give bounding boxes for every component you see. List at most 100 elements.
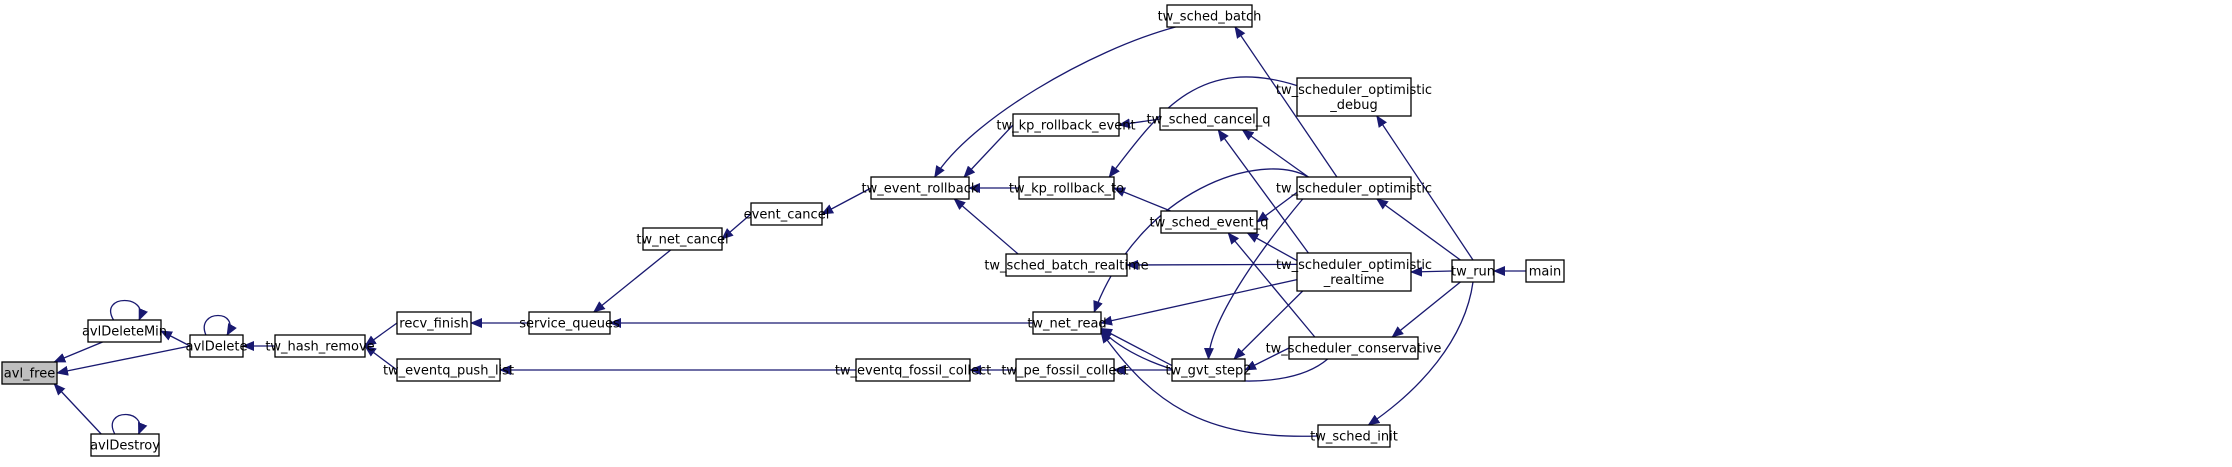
node-box[interactable] [1032, 311, 1102, 335]
node-box[interactable] [1296, 252, 1412, 292]
node-tw-run[interactable]: tw_run [1451, 259, 1495, 283]
node-tw-sched-init[interactable]: tw_sched_init [1310, 424, 1398, 448]
node-box[interactable] [1005, 253, 1128, 277]
node-tw-sched-cancel-q[interactable]: tw_sched_cancel_q [1146, 107, 1271, 131]
node-label: tw_kp_rollback_event [996, 119, 1135, 134]
edge-arrow [1391, 281, 1461, 338]
edge-arrow [110, 300, 148, 321]
node-box[interactable] [1015, 358, 1115, 382]
node-avlDelete[interactable]: avlDelete [186, 334, 248, 358]
node-box[interactable] [1317, 424, 1391, 448]
node-box[interactable] [1451, 259, 1495, 283]
edge-arrow [56, 345, 191, 376]
node-tw-sched-batch[interactable]: tw_sched_batch [1158, 4, 1262, 28]
node-box[interactable] [1296, 176, 1412, 200]
node-label: tw_scheduler_optimistic [1276, 83, 1432, 98]
edge-arrow [934, 26, 1176, 178]
edge-arrow [1233, 290, 1304, 360]
edge-arrow [1375, 198, 1461, 261]
node-tw-pe-fossil-collect[interactable]: tw_pe_fossil_collect [1001, 358, 1129, 382]
node-tw-scheduler-optimistic-debug[interactable]: tw_scheduler_optimistic_debug [1276, 77, 1432, 117]
node-box[interactable] [855, 358, 971, 382]
node-label: tw_sched_batch_realtime [984, 259, 1148, 274]
node-box[interactable] [1012, 113, 1120, 137]
node-tw-kp-rollback-to[interactable]: tw_kp_rollback_to [1009, 176, 1124, 200]
node-box[interactable] [1171, 358, 1246, 382]
node-box[interactable] [870, 176, 970, 200]
node-tw-net-cancel[interactable]: tw_net_cancel [636, 227, 729, 251]
node-tw-hash-remove[interactable]: tw_hash_remove [265, 334, 375, 358]
node-tw-kp-rollback-event[interactable]: tw_kp_rollback_event [996, 113, 1136, 137]
edge-avlDeleteMin-to-avlDeleteMin [110, 300, 148, 321]
edge-arrow [1246, 232, 1298, 262]
edge-arrow [593, 249, 672, 313]
node-box[interactable] [528, 311, 611, 335]
node-tw-eventq-push-list[interactable]: tw_eventq_push_list [383, 358, 514, 382]
node-label: recv_finish [399, 317, 468, 332]
edge-avlDelete-to-avlDeleteMin [160, 330, 191, 347]
edge-arrow [160, 330, 191, 347]
node-box[interactable] [189, 334, 244, 358]
node-box[interactable] [1296, 77, 1412, 117]
edge-tw_eventq_push_list-to-tw_hash_remove [364, 345, 398, 371]
node-tw-gvt-step2[interactable]: tw_gvt_step2 [1165, 358, 1252, 382]
edge-arrow [1108, 76, 1298, 178]
edge-tw_scheduler_optimistic-to-tw_sched_event_q [1256, 191, 1298, 223]
edge-avlDestroy-to-avl_free [53, 383, 102, 435]
node-service-queues[interactable]: service_queues [519, 311, 620, 335]
node-box[interactable] [90, 433, 160, 457]
edge-arrow [1126, 259, 1298, 270]
edge-arrow [53, 341, 103, 363]
edges-layer [53, 26, 1526, 437]
node-box[interactable] [274, 334, 366, 358]
node-tw-eventq-fossil-collect[interactable]: tw_eventq_fossil_collect [835, 358, 991, 382]
edge-arrow [963, 124, 1014, 178]
edge-tw_sched_batch-to-tw_event_rollback [934, 26, 1176, 178]
edge-tw_sched_event_q-to-tw_kp_rollback_to [1113, 187, 1171, 212]
node-avlDestroy[interactable]: avlDestroy [90, 433, 160, 457]
node-box[interactable] [642, 227, 723, 251]
node-tw-net-read[interactable]: tw_net_read [1027, 311, 1107, 335]
node-box[interactable] [1288, 336, 1419, 360]
edge-arrow [53, 383, 102, 435]
edge-arrow [821, 187, 872, 215]
edge-tw_scheduler_optimistic_realtime-to-tw_sched_batch_realtime [1126, 259, 1298, 270]
edge-arrow [1241, 129, 1309, 178]
node-avlDeleteMin[interactable]: avlDeleteMin [82, 319, 167, 343]
node-tw-scheduler-conservative[interactable]: tw_scheduler_conservative [1266, 336, 1442, 360]
node-box[interactable] [87, 319, 162, 343]
edge-tw_scheduler_optimistic_debug-to-tw_kp_rollback_to [1108, 76, 1298, 178]
node-box[interactable] [1159, 107, 1258, 131]
node-avl-free[interactable]: avl_free [1, 361, 58, 385]
node-tw-event-rollback[interactable]: tw_event_rollback [862, 176, 979, 200]
edge-arrow [1100, 327, 1173, 367]
node-tw-scheduler-optimistic-realtime[interactable]: tw_scheduler_optimistic_realtime [1276, 252, 1432, 292]
node-box[interactable] [1, 361, 58, 385]
node-box[interactable] [396, 358, 501, 382]
node-label: avlDelete [186, 340, 248, 355]
node-tw-sched-batch-realtime[interactable]: tw_sched_batch_realtime [984, 253, 1149, 277]
edge-event_cancel-to-tw_net_cancel [721, 213, 752, 240]
node-label: tw_sched_batch [1158, 10, 1262, 25]
node-box[interactable] [1166, 4, 1253, 28]
node-event-cancel[interactable]: event_cancel [744, 202, 830, 226]
node-box[interactable] [396, 311, 472, 335]
edge-arrow [1203, 198, 1304, 360]
node-box[interactable] [750, 202, 823, 226]
node-label: event_cancel [744, 208, 830, 223]
node-recv-finish[interactable]: recv_finish [396, 311, 472, 335]
node-label: tw_eventq_push_list [383, 364, 514, 379]
node-tw-scheduler-optimistic[interactable]: tw_scheduler_optimistic [1276, 176, 1432, 200]
node-box[interactable] [1160, 210, 1258, 234]
edge-tw_scheduler_optimistic-to-tw_gvt_step2 [1203, 198, 1304, 360]
node-box[interactable] [1525, 259, 1565, 283]
node-main[interactable]: main [1525, 259, 1565, 283]
edge-arrow [364, 322, 398, 347]
nodes-layer: avl_free avlDeleteMin avlDestroy avlDelete t… [1, 4, 1565, 457]
node-tw-sched-event-q[interactable]: tw_sched_event_q [1150, 210, 1269, 234]
edge-arrow [1256, 191, 1298, 223]
node-box[interactable] [1018, 176, 1115, 200]
edge-arrow [1100, 278, 1298, 326]
edge-arrow [111, 414, 148, 435]
